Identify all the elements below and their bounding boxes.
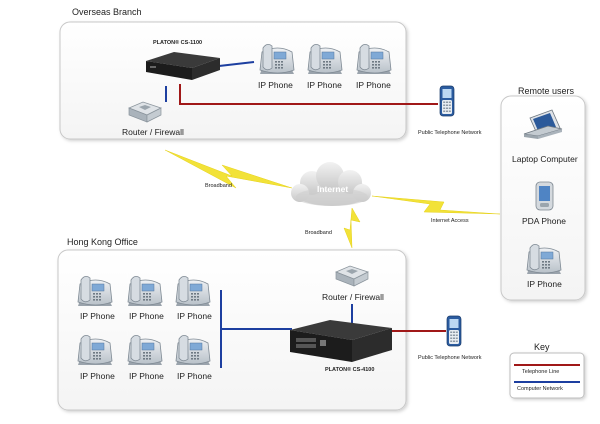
ip-phone-label: IP Phone (129, 371, 164, 381)
key-title: Key (534, 342, 550, 352)
ip-phone-label: IP Phone (80, 371, 115, 381)
mobile-phone-icon (446, 315, 462, 347)
hk-router-label: Router / Firewall (322, 292, 384, 302)
internet-label: Internet (317, 184, 349, 194)
overseas-router-label: Router / Firewall (122, 127, 184, 137)
broadband-label-overseas: Broadband (205, 183, 232, 189)
internet-access-label: Internet Access (431, 218, 469, 224)
ip-phone-label: IP Phone (80, 311, 115, 321)
laptop-icon (523, 109, 563, 139)
overseas-telephone-line (179, 84, 438, 105)
overseas-branch-box (59, 21, 407, 140)
overseas-branch-title: Overseas Branch (72, 7, 142, 17)
ip-phone-label: IP Phone (307, 80, 342, 90)
ip-phone-label: IP Phone (129, 311, 164, 321)
overseas-pstn-label: Public Telephone Network (418, 130, 482, 136)
key-telephone-line-label: Telephone Line (522, 369, 560, 375)
pda-phone-label: PDA Phone (522, 216, 566, 226)
pbx-cs1100-icon (146, 52, 220, 80)
pda-phone-icon (535, 181, 554, 211)
ip-phone-label: IP Phone (356, 80, 391, 90)
pbx-cs4100-label: PLATON® CS-4100 (325, 367, 375, 373)
overseas-network-line (218, 61, 255, 67)
key-computer-network-label: Computer Network (517, 386, 563, 392)
pbx-cs4100-icon (290, 320, 392, 362)
ip-phone-label: IP Phone (177, 371, 212, 381)
hk-pstn-label: Public Telephone Network (418, 355, 482, 361)
internet-cloud-icon (291, 162, 371, 206)
ip-phone-label: IP Phone (177, 311, 212, 321)
remote-users-title: Remote users (518, 86, 575, 96)
broadband-bolt-hongkong (343, 207, 361, 249)
mobile-phone-icon (439, 85, 455, 117)
broadband-label-hongkong: Broadband (305, 230, 332, 236)
ip-phone-label: IP Phone (527, 279, 562, 289)
hongkong-office-title: Hong Kong Office (67, 237, 138, 247)
pbx-cs1100-label: PLATON® CS-1100 (153, 40, 203, 46)
ip-phone-label: IP Phone (258, 80, 293, 90)
internet-access-bolt (371, 195, 501, 215)
laptop-label: Laptop Computer (512, 154, 578, 164)
broadband-bolt-overseas (164, 149, 293, 189)
